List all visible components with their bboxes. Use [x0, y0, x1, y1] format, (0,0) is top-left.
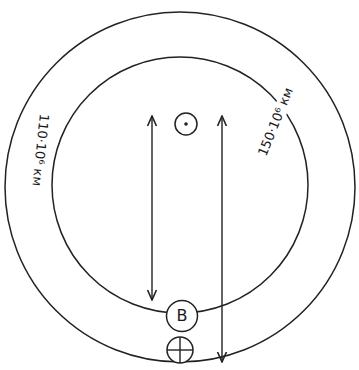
distance-label: 110·10⁶ км [29, 111, 51, 189]
sun-dot [184, 122, 188, 126]
earth-symbol [167, 337, 193, 363]
planet-orbit [52, 57, 308, 313]
distance-arrow [221, 116, 222, 362]
earth-orbit [5, 12, 355, 362]
planet-outline [167, 301, 198, 332]
earth-cross [179, 337, 180, 363]
sun-symbol [175, 113, 197, 135]
planet-circle: B [165, 299, 199, 333]
distance-arrow [151, 116, 152, 300]
planet-letter: B [177, 308, 188, 324]
